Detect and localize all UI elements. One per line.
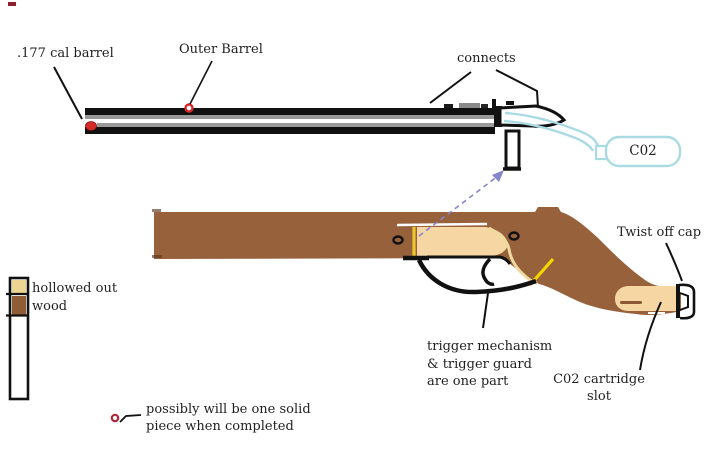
cap-inner-bracket (679, 292, 689, 311)
note-marker-dot (110, 413, 120, 423)
legend-tan-cell (12, 280, 26, 293)
forend-left-edge-tick-bottom (152, 255, 162, 258)
adapter-top-mark (506, 101, 514, 105)
co2-tank-body (604, 135, 682, 168)
barrel-end-cap (494, 106, 502, 127)
cap-outer-bracket (678, 283, 696, 320)
trigger-curve (481, 257, 495, 286)
co2-tube-upper (504, 111, 600, 147)
trigger-note-line1: trigger mechanism (427, 339, 553, 354)
barrel-muzzle-dot (85, 121, 97, 131)
barrel-gray-smudge (459, 103, 480, 108)
trigger-note-line2: & trigger guard (427, 356, 532, 372)
legend-label-line2: wood (32, 299, 68, 314)
forend-left-edge-tick-top (152, 209, 161, 212)
cartridge-smudge (620, 301, 642, 304)
pivot-mark-left (392, 235, 404, 245)
cap-leader-line (665, 242, 683, 282)
solid-piece-note-line1: possibly will be one solid (146, 402, 311, 417)
top-left-red-mark (8, 2, 16, 6)
cal-barrel-label: .177 cal barrel (17, 46, 114, 61)
legend-label: hollowed out wood (32, 280, 117, 316)
trigger-note: trigger mechanism & trigger guard are on… (427, 338, 552, 391)
forend-hollow-area (417, 227, 508, 256)
front-sight-mark (481, 104, 488, 108)
solid-piece-note: possibly will be one solid piece when co… (146, 402, 311, 435)
co2-slot-label-line2: slot (587, 388, 611, 404)
outer-barrel-label: Outer Barrel (179, 42, 263, 57)
legend-label-line1: hollowed out (32, 281, 118, 296)
co2-tube-lower (503, 119, 595, 152)
co2-slot-label: C02 cartridge slot (549, 372, 649, 405)
solid-piece-note-line2: piece when completed (146, 418, 294, 434)
rear-sight-mark (444, 104, 453, 108)
connects-leader-left (429, 71, 472, 104)
pivot-mark-right (508, 231, 520, 241)
connects-label: connects (457, 51, 516, 66)
outer-barrel-steel-line (85, 115, 496, 119)
hook-mark (492, 99, 496, 108)
co2-slot-label-line1: C02 cartridge (553, 372, 645, 387)
hollow-boundary-curve (488, 226, 538, 285)
stock-hollow-slot (615, 286, 677, 311)
connects-leader-right (495, 69, 539, 108)
trigger-note-line3: are one part (427, 374, 509, 389)
inner-barrel-bar (85, 127, 495, 134)
valve-tube (504, 129, 521, 170)
trigger-guard-arc (416, 258, 537, 295)
note-marker-line (119, 414, 142, 423)
cal-barrel-leader-line (53, 66, 83, 120)
outer-barrel-dot (184, 103, 194, 113)
gun-stock-body (154, 207, 681, 315)
legend-brown-cell (12, 296, 26, 315)
outer-barrel-bar (85, 108, 507, 115)
inner-barrel-steel-line (97, 123, 495, 127)
twist-off-cap-label: Twist off cap (617, 225, 702, 240)
slot-leader-line (639, 301, 662, 371)
trigger-leader-line (482, 292, 489, 329)
forend-top-highlight-line (396, 222, 488, 227)
receiver-bottom-line (427, 255, 512, 265)
co2-tank-label: C02 (629, 143, 657, 159)
dashed-pointer-arrow (418, 175, 499, 237)
dashed-pointer-arrowhead (492, 170, 504, 182)
outer-barrel-leader-line (189, 60, 213, 105)
